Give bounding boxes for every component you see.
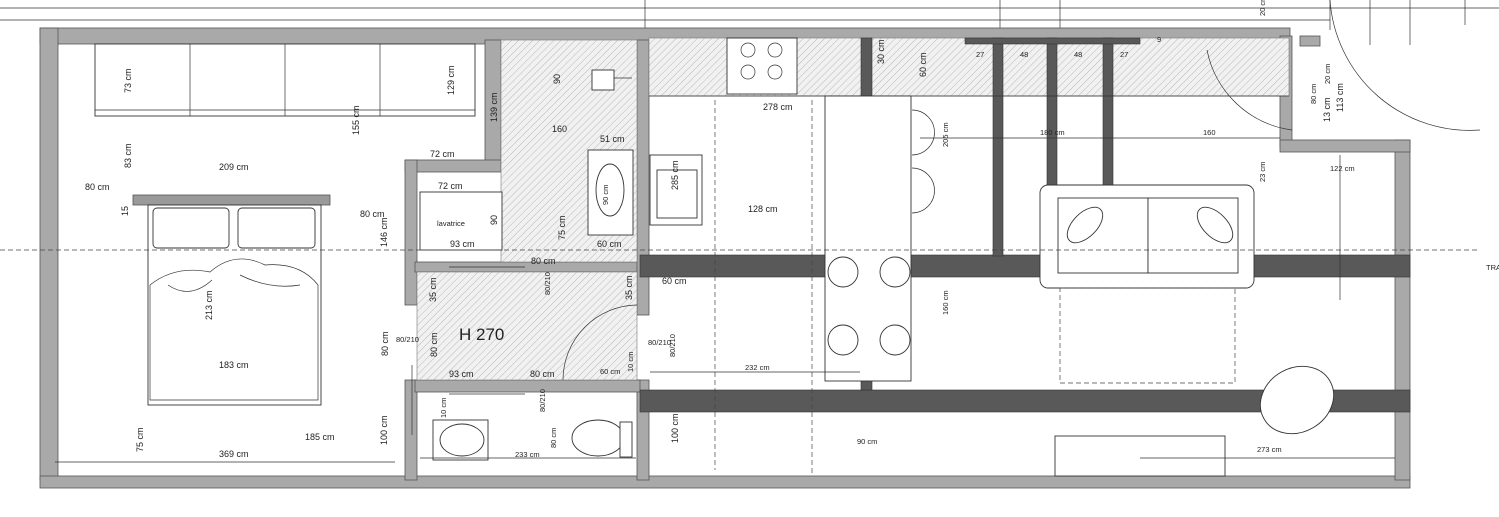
bathroom-fixtures [411, 149, 638, 461]
dim-label: 273 cm [1257, 445, 1282, 454]
kitchen-counter [649, 37, 1289, 226]
dim-label: 180 cm [1040, 128, 1065, 137]
dim-label: 185 cm [305, 432, 335, 442]
dim-label: 60 cm [662, 276, 687, 286]
dim-label: 213 cm [204, 290, 214, 320]
dim-label: 30 cm [876, 39, 886, 64]
dim-label: 60 cm [597, 239, 622, 249]
dim-label: 75 cm [557, 215, 567, 240]
dim-label: 100 cm [379, 415, 389, 445]
dim-label: 35 cm [428, 277, 438, 302]
dim-label: 48 [1074, 50, 1082, 59]
dim-label: 155 cm [351, 105, 361, 135]
dim-label: 113 cm [1335, 83, 1345, 112]
dim-label: 278 cm [763, 102, 793, 112]
dim-label: 72 cm [438, 181, 463, 191]
dim-label: 10 cm [439, 398, 448, 418]
dim-label: 72 cm [430, 149, 455, 159]
dim-label: 80 cm [85, 182, 110, 192]
dim-label: 128 cm [748, 204, 778, 214]
dim-label: 20 cm [1323, 64, 1332, 84]
dim-label: 75 cm [135, 427, 145, 452]
dim-label: 80/210 [396, 335, 419, 344]
dim-label: 73 cm [123, 68, 133, 93]
dim-label: 80/210 [668, 334, 677, 357]
dim-label: 80 cm [380, 331, 390, 356]
dim-label: 60 cm [918, 52, 928, 77]
dim-label: 122 cm [1330, 164, 1355, 173]
dim-label: 60 cm [600, 367, 620, 376]
bathroom-dimensions: 51 cm 90 cm 75 cm 60 cm 80 cm 80/210 35 … [379, 134, 680, 459]
sofa [1039, 184, 1335, 477]
dim-label: 93 cm [449, 369, 474, 379]
dim-label: 93 cm [450, 239, 475, 249]
room-labels: H 270 lavatrice TRA [437, 219, 1499, 344]
wardrobes [94, 43, 476, 117]
dim-label: 80 cm [531, 256, 556, 266]
room-height-label: H 270 [459, 325, 504, 344]
kitchen-dimensions: 278 cm 285 cm 128 cm 60 cm 232 cm 90 cm … [662, 39, 928, 446]
double-bed [132, 194, 331, 406]
dim-label: 51 cm [600, 134, 625, 144]
dim-label: 27 [1120, 50, 1128, 59]
dim-label: 9 [1157, 35, 1161, 44]
dim-label: 90 cm [601, 185, 610, 205]
washer-label: lavatrice [437, 219, 465, 228]
dim-label: 80 cm [1309, 84, 1318, 104]
truncated-label: TRA [1486, 263, 1499, 272]
dim-label: 10 cm [626, 352, 635, 372]
dim-label: 369 cm [219, 449, 249, 459]
top-edge-lines [0, 0, 1499, 45]
dim-label: 90 cm [857, 437, 877, 446]
laundry-area [419, 69, 632, 251]
dim-label: 160 [1203, 128, 1216, 137]
dim-label: 80/210 [538, 389, 547, 412]
dim-label: 285 cm [670, 160, 680, 190]
dim-label: 160 cm [941, 290, 950, 315]
dim-label: 80 cm [549, 428, 558, 448]
dim-label: 90 [489, 215, 499, 225]
dim-label: 129 cm [446, 65, 456, 95]
dim-label: 83 cm [123, 143, 133, 168]
dim-label: 205 cm [941, 122, 950, 147]
dim-label: 80 cm [429, 332, 439, 357]
guide-lines [0, 100, 1480, 475]
walls [39, 27, 1411, 489]
dim-label: 160 [552, 124, 567, 134]
dim-label: 80/210 [648, 338, 671, 347]
dim-label: 13 cm [1322, 97, 1332, 122]
dim-label: 232 cm [745, 363, 770, 372]
dim-label: 23 cm [1258, 162, 1267, 182]
dim-label: 209 cm [219, 162, 249, 172]
dim-label: 100 cm [670, 413, 680, 443]
dining-table [824, 95, 935, 382]
dim-label: 20 cm [1258, 0, 1267, 16]
living-dimensions: 205 cm 160 cm 180 cm 160 27 48 48 27 9 2… [941, 0, 1355, 454]
entrance-doors [1206, 0, 1481, 300]
dim-label: 15 [120, 206, 130, 216]
dim-label: 80 cm [530, 369, 555, 379]
dim-label: 80 cm [360, 209, 385, 219]
bedroom-dimensions: 73 cm 83 cm 80 cm 209 cm 15 155 cm 129 c… [85, 65, 456, 459]
dim-label: 139 cm [489, 92, 499, 122]
dim-label: 90 [552, 74, 562, 84]
dim-label: 146 cm [379, 217, 389, 247]
dim-label: 27 [976, 50, 984, 59]
laundry-dimensions: 72 cm 72 cm 146 cm 90 93 cm 139 cm 90 16… [379, 74, 567, 249]
dim-label: 183 cm [219, 360, 249, 370]
dim-label: 80/210 [543, 272, 552, 295]
dim-label: 233 cm [515, 450, 540, 459]
dim-label: 35 cm [624, 275, 634, 300]
dim-label: 48 [1020, 50, 1028, 59]
